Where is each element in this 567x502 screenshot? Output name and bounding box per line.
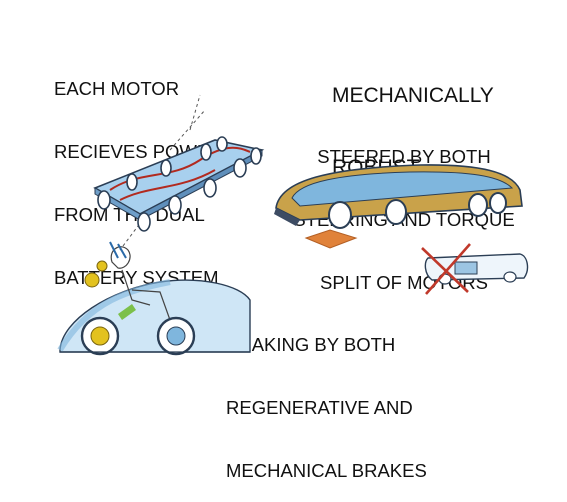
brake-wheel-sketch: [57, 241, 251, 356]
braking-caption-line: REGENERATIVE AND: [226, 397, 413, 418]
braking-caption-line: MECHANICAL BRAKES: [226, 460, 427, 481]
robust-caption-line: MECHANICALLY: [332, 84, 494, 107]
crossed-car-sketch: [421, 243, 529, 295]
steered-caption-line: STEERED BY BOTH: [317, 146, 491, 167]
bus-sketch: [274, 164, 523, 249]
power-caption-line: EACH MOTOR: [54, 78, 180, 99]
sketch-canvas: [57, 94, 529, 356]
chassis-sketch: [93, 94, 265, 251]
